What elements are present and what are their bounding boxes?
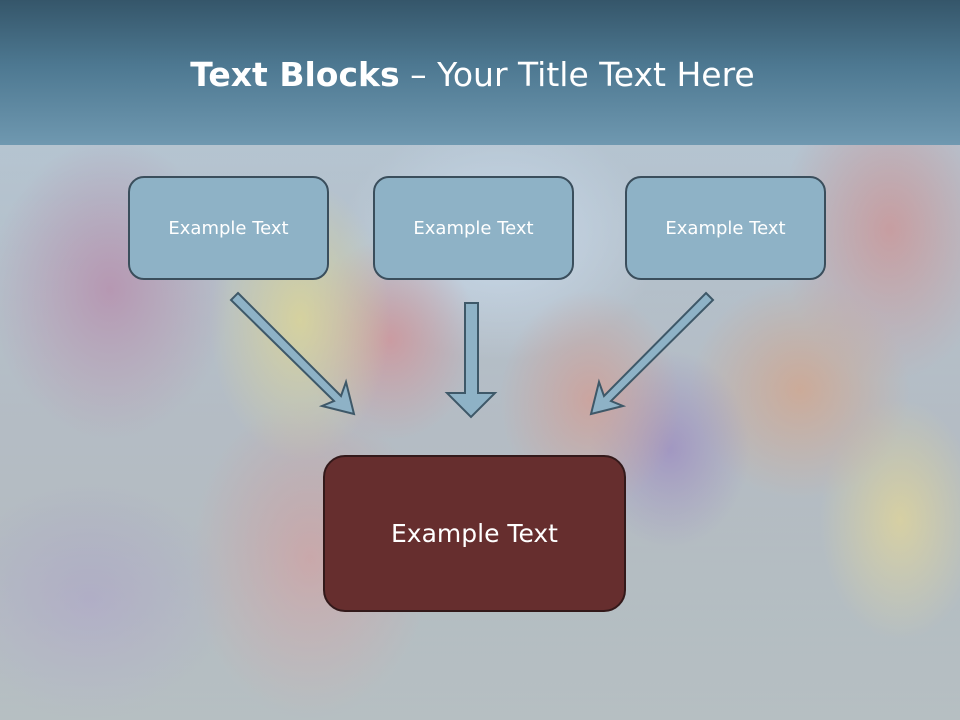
- main-text-block[interactable]: Example Text: [323, 455, 626, 612]
- title-bold-text: Text Blocks: [190, 55, 400, 94]
- text-block-left-label: Example Text: [168, 217, 289, 239]
- text-block-center-label: Example Text: [413, 217, 534, 239]
- slide-title[interactable]: Text Blocks – Your Title Text Here: [0, 55, 945, 94]
- title-subtext: – Your Title Text Here: [399, 55, 755, 94]
- text-block-right-label: Example Text: [665, 217, 786, 239]
- main-text-block-label: Example Text: [391, 519, 558, 548]
- text-block-right[interactable]: Example Text: [625, 176, 826, 280]
- arrow-right-icon[interactable]: [589, 291, 715, 416]
- text-block-left[interactable]: Example Text: [128, 176, 329, 280]
- arrow-left-icon[interactable]: [229, 291, 356, 416]
- text-block-center[interactable]: Example Text: [373, 176, 574, 280]
- arrow-center-icon[interactable]: [444, 302, 498, 419]
- title-bar: Text Blocks – Your Title Text Here: [0, 0, 960, 145]
